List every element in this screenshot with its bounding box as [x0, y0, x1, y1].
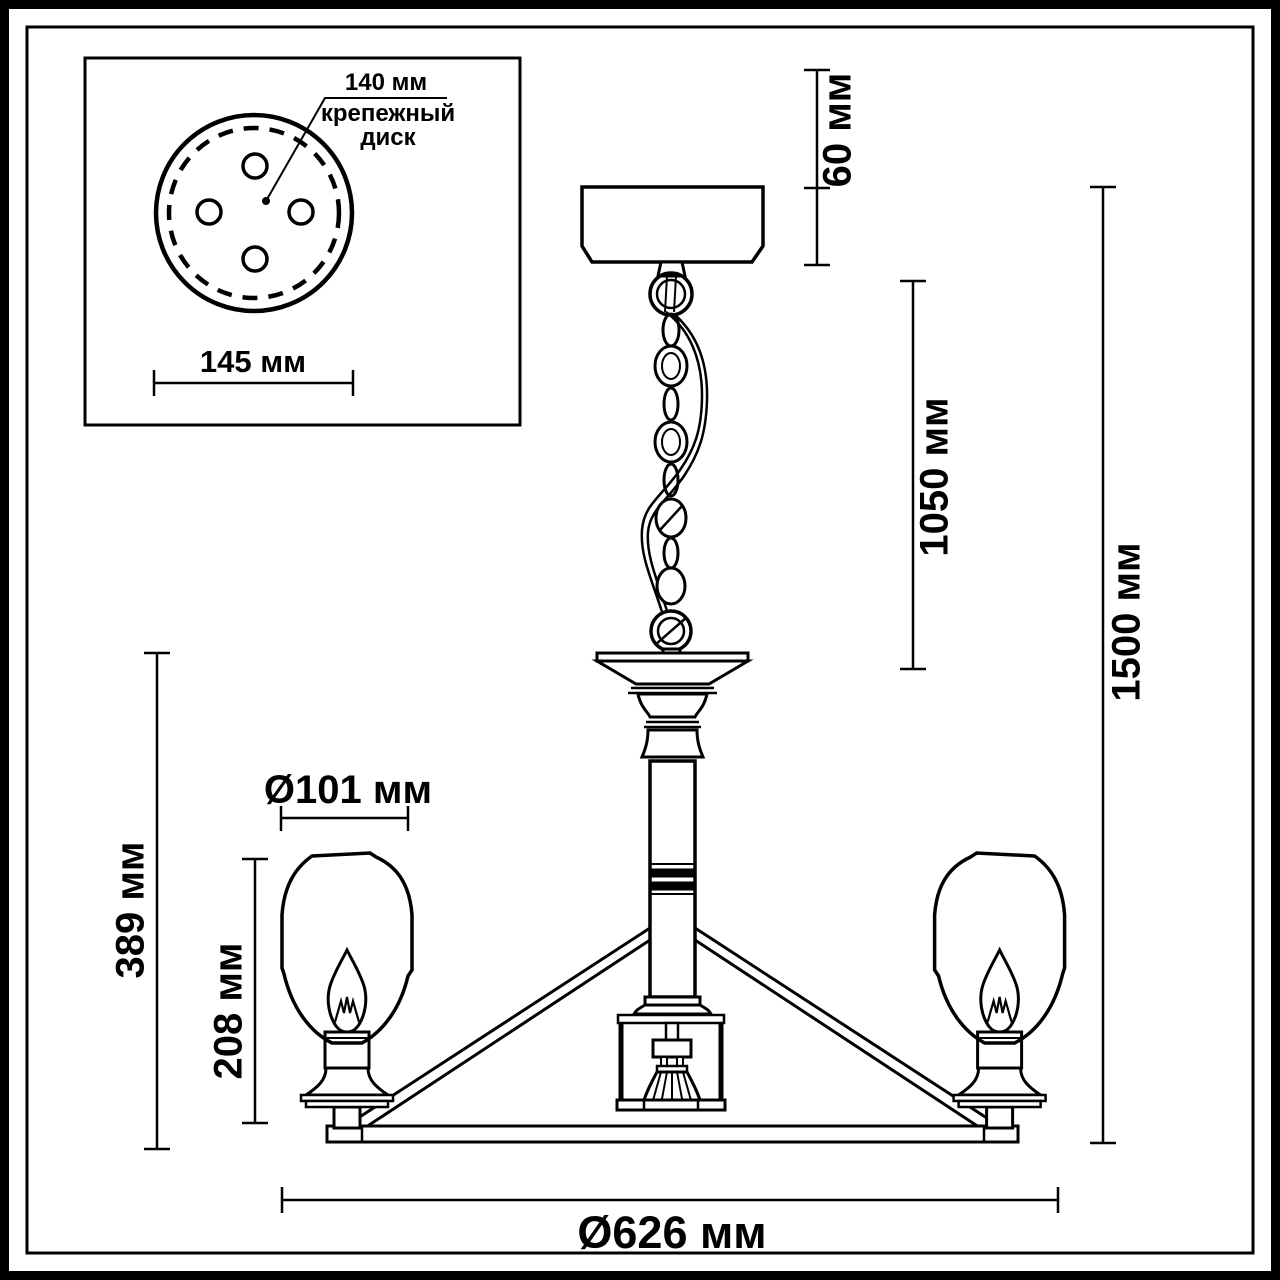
column-neck-lower — [639, 728, 706, 759]
frame-ring — [325, 1124, 1020, 1144]
disc-outline — [153, 112, 355, 314]
dim-shade-diameter: Ø101 мм — [264, 768, 432, 831]
column-neck-upper — [636, 692, 709, 719]
canopy-outline — [580, 185, 765, 264]
hook-ring-inner — [655, 278, 687, 310]
housing-bottom-rim — [615, 1098, 727, 1112]
disc-name-line1: крепежный — [321, 100, 455, 127]
screw-hole-top — [241, 152, 269, 180]
dim-canopy-height-label: 60 мм — [816, 73, 860, 188]
bulb-filament — [333, 996, 361, 1023]
screw-hole-bottom — [241, 245, 269, 273]
dim-chain-length-label: 1050 мм — [913, 397, 957, 556]
ceiling-canopy — [580, 185, 765, 278]
dim-total-height-label: 1500 мм — [1105, 542, 1149, 701]
dim-body-height-label: 389 мм — [109, 841, 153, 978]
center-column — [591, 651, 754, 1016]
disc-width-label: 145 мм — [200, 344, 306, 379]
right-arm-line1 — [694, 926, 994, 1124]
bobeche-cone — [591, 659, 754, 686]
column-band — [649, 881, 696, 891]
screw-hole-left — [195, 198, 223, 226]
column-band — [649, 868, 696, 878]
disc-diameter-label: 140 мм — [345, 69, 427, 96]
leader-line — [265, 97, 447, 202]
right-lamp — [932, 851, 1067, 1130]
dim-shade-diameter-label: Ø101 мм — [264, 768, 432, 812]
power-cable-strand2 — [646, 313, 709, 615]
left-arm-line1 — [351, 926, 651, 1124]
chain-link — [662, 386, 680, 422]
chain-link — [662, 536, 680, 570]
hook-ring — [648, 271, 694, 317]
dim-canopy-height: 60 мм — [804, 68, 860, 267]
screw-hole-right — [287, 198, 315, 226]
column-tube — [648, 759, 697, 999]
disc-name-line2: диск — [360, 124, 416, 151]
dim-overall-diameter: Ø626 мм — [280, 1187, 1060, 1258]
arms — [351, 926, 994, 1133]
left-arm-line2 — [359, 938, 651, 1133]
mounting-disc-inset: 140 мм крепежный диск 145 мм — [83, 56, 522, 427]
ring-band — [325, 1124, 1020, 1144]
inner-border — [25, 25, 1255, 1255]
dim-total-height: 1500 мм — [1090, 185, 1149, 1145]
dim-body-height: 389 мм — [109, 651, 170, 1151]
candle-cup-flare — [301, 1066, 393, 1097]
disc-dashed-circle — [166, 125, 342, 301]
glass-shade — [280, 851, 414, 1045]
left-lamp — [280, 851, 414, 1130]
chain-link — [653, 344, 689, 388]
dim-chain-length: 1050 мм — [900, 279, 957, 671]
dim-overall-diameter-label: Ø626 мм — [577, 1207, 766, 1258]
lamp-foot — [332, 1105, 362, 1130]
bulb-socket — [651, 1038, 693, 1059]
bulb-stem — [664, 1021, 680, 1042]
dim-lamp-height-label: 208 мм — [207, 942, 251, 1079]
power-cable-strand1 — [640, 311, 704, 613]
spotlight-housing — [615, 1013, 727, 1112]
candle-bulb — [326, 946, 368, 1034]
column-base-flare — [631, 1003, 714, 1016]
chain-link — [653, 420, 689, 464]
right-arm-line2 — [694, 938, 986, 1133]
chain-link — [662, 462, 680, 498]
chain-link — [661, 312, 681, 348]
inset-box — [83, 56, 522, 427]
lower-ring — [649, 609, 693, 659]
chain-link — [655, 566, 687, 606]
candle-cup-plate2 — [304, 1099, 390, 1109]
suspension-chain — [640, 311, 709, 615]
dim-lamp-height: 208 мм — [207, 857, 268, 1125]
lower-ring-inner — [656, 616, 686, 646]
